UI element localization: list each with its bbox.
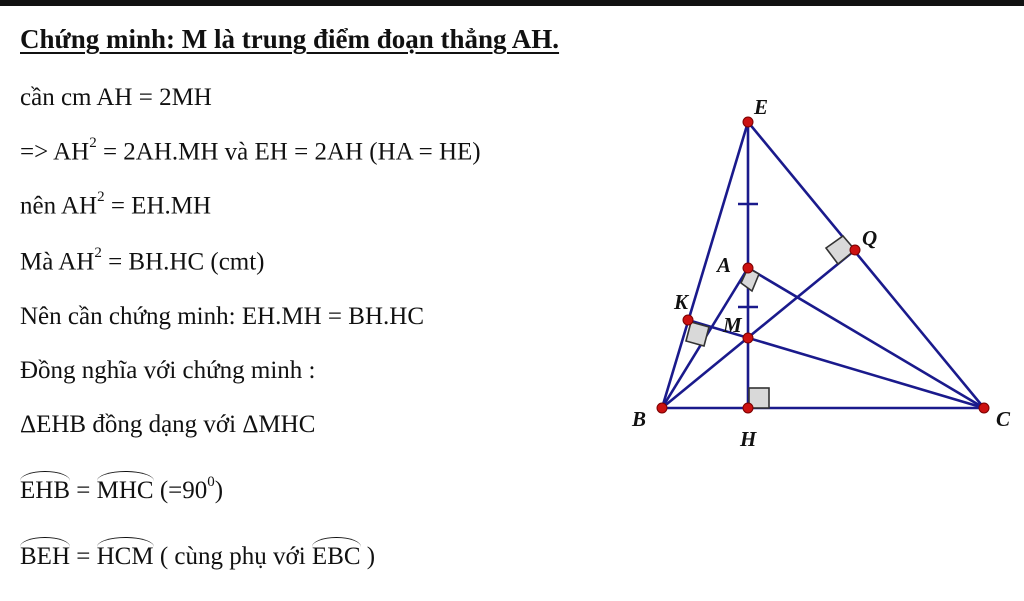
point-q [849, 244, 861, 256]
angle-beh: BEH [20, 537, 70, 571]
proof-line-4-part-a: Mà AH [20, 248, 95, 276]
label-a: A [715, 253, 731, 277]
point-m [742, 332, 754, 344]
proof-line-9-end: ) [360, 543, 376, 570]
proof-line-4: Mà AH2 = BH.HC (cmt) [20, 245, 265, 276]
label-b: B [631, 407, 646, 431]
proof-line-3-part-b: = EH.MH [104, 192, 212, 220]
proof-line-6-text: Đồng nghĩa với chứng minh : [20, 357, 316, 384]
proof-line-2: => AH2 = 2AH.MH và EH = 2AH (HA = HE) [20, 135, 481, 166]
right-angle-q [824, 234, 857, 266]
segment-bq [661, 248, 856, 410]
point-h [742, 402, 754, 414]
segment-ac [747, 266, 985, 410]
proof-line-9-tail: ( cùng phụ với [153, 543, 312, 570]
proof-line-8-tail: (=90 [153, 477, 208, 504]
proof-line-8-equals: = [70, 477, 97, 504]
label-e: E [753, 95, 768, 119]
right-angle-h [748, 387, 770, 409]
right-angle-a [739, 266, 761, 293]
proof-line-2-part-b: = 2AH.MH và EH = 2AH (HA = HE) [96, 138, 481, 166]
label-m: M [722, 313, 743, 337]
segment-ec [746, 121, 986, 409]
label-q: Q [862, 226, 877, 250]
proof-line-2-exponent: 2 [89, 135, 97, 151]
proof-line-4-exponent: 2 [94, 245, 102, 261]
proof-line-5-text: Nên cần chứng minh: EH.MH = BH.HC [20, 303, 424, 330]
segment-kc [687, 318, 985, 410]
proof-line-3-part-a: nên AH [20, 192, 98, 220]
label-k: K [673, 290, 690, 314]
point-e [742, 116, 754, 128]
proof-title: Chứng minh: M là trung điểm đoạn thẳng A… [20, 24, 560, 54]
point-a [742, 262, 754, 274]
proof-line-3-exponent: 2 [97, 189, 105, 205]
proof-line-5: Nên cần chứng minh: EH.MH = BH.HC [20, 303, 424, 331]
geometry-figure: E A Q K M B H C [631, 95, 1011, 451]
angle-hcm: HCM [96, 537, 154, 571]
label-c: C [996, 407, 1011, 431]
proof-line-9: BEH = HCM ( cùng phụ với EBC ) [20, 537, 376, 571]
proof-line-8: EHB = MHC (=900) [20, 471, 224, 505]
proof-line-7: ΔEHB đồng dạng với ΔMHC [20, 411, 315, 439]
proof-line-3: nên AH2 = EH.MH [20, 189, 212, 220]
proof-line-1-text: cần cm AH = 2MH [20, 84, 212, 111]
top-border [0, 0, 1024, 6]
proof-line-2-part-a: => AH [20, 138, 90, 166]
proof-line-8-end: ) [214, 477, 224, 504]
degree-exponent: 0 [207, 473, 215, 490]
proof-line-9-equals: = [70, 543, 97, 570]
label-h: H [739, 427, 757, 451]
point-c [978, 402, 990, 414]
point-b [656, 402, 668, 414]
angle-ehb: EHB [20, 471, 70, 505]
right-angle-k [685, 321, 710, 347]
proof-line-6: Đồng nghĩa với chứng minh : [20, 357, 316, 385]
proof-line-1: cần cm AH = 2MH [20, 84, 212, 112]
angle-ebc: EBC [311, 537, 361, 571]
proof-line-4-part-b: = BH.HC (cmt) [101, 248, 265, 276]
angle-mhc: MHC [96, 471, 154, 505]
point-k [682, 314, 694, 326]
segment-eb [660, 121, 750, 409]
proof-line-7-text: ΔEHB đồng dạng với ΔMHC [20, 411, 316, 438]
